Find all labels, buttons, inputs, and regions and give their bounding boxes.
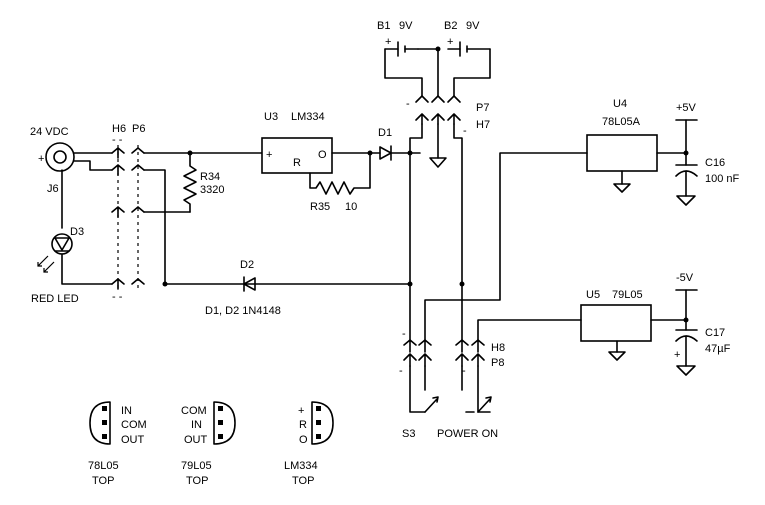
power-input-label: 24 VDC [30,126,69,138]
pinout-lm334-pin3: O [299,434,308,446]
resistor-r35: R35 10 [309,152,371,213]
capacitor-c16: C16 100 nF [675,157,740,206]
led-d3: D3 RED LED [31,169,113,305]
rail-negative: -5V [675,272,698,331]
u3-o-label: O [318,149,327,161]
u4-part-label: 78L05A [602,116,641,128]
power-jack-j6: 24 VDC + J6 [30,126,75,195]
header-h8-label: H8 [491,342,505,354]
pinout-78l05-pin1: IN [121,405,132,417]
pinout-lm334: + R O LM334 TOP [284,401,334,487]
pinout-lm334-pin1: + [298,405,304,417]
header-bottom-left-mark: - [402,328,406,340]
switch-power-on: POWER ON [437,365,498,440]
header-p6-label: P6 [132,123,145,135]
pinout-79l05-pin3: OUT [184,434,208,446]
pinout-79l05-pin1: COM [181,405,207,417]
rail-pos-label: +5V [676,102,697,114]
u4-ref-label: U4 [613,98,627,110]
switch-power-label: POWER ON [437,428,498,440]
battery-b1: B1 9V + [377,20,419,57]
c17-ref-label: C17 [705,327,725,339]
header-bottom-mid-mark: - [462,365,466,377]
r34-ref-label: R34 [200,171,220,183]
d2-ref-label: D2 [240,259,254,271]
pinout-79l05: COM IN OUT 79L05 TOP [181,401,236,487]
b1-value-label: 9V [399,20,413,32]
capacitor-c17: + C17 47µF [674,327,731,376]
c16-value-label: 100 nF [705,173,740,185]
b2-plus-label: + [447,36,453,48]
pinout-78l05: IN COM OUT 78L05 TOP [88,401,147,487]
pinout-79l05-view: TOP [186,475,208,487]
r34-value-label: 3320 [200,184,224,196]
rail-neg-label: -5V [676,272,694,284]
u3-plus-label: + [266,149,272,161]
pinout-78l05-pin2: COM [121,419,147,431]
header-p7-h7: - P7 H7 - [406,95,490,137]
b2-value-label: 9V [466,20,480,32]
jack-plus-label: + [38,153,44,165]
u3-r-label: R [293,157,301,169]
resistor-r34: R34 3320 [183,152,224,213]
diode-note: D1, D2 1N4148 [205,305,281,317]
header-top-left-mark: - [406,98,410,110]
pinout-78l05-pin3: OUT [121,434,145,446]
pinout-78l05-view: TOP [92,475,114,487]
switch-s3: S3 [402,365,439,440]
pinout-lm334-pin2: R [299,419,307,431]
c17-value-label: 47µF [705,343,731,355]
u3-ref-label: U3 [264,111,278,123]
header-h7-label: H7 [476,119,490,131]
diode-d2: D2 [240,259,256,292]
pinout-78l05-name: 78L05 [88,460,119,472]
pinout-lm334-name: LM334 [284,460,318,472]
led-label: RED LED [31,293,79,305]
led-ref-label: D3 [70,226,84,238]
pinout-79l05-pin2: IN [191,419,202,431]
header-p8-label: P8 [491,357,504,369]
regulator-u5: U5 79L05 [580,289,652,342]
header-h8-p8: - H8 P8 - - [399,328,505,377]
pinout-lm334-view: TOP [292,475,314,487]
u5-ref-label: U5 [586,289,600,301]
header-bottom-left-mark2: - [399,365,403,377]
r35-ref-label: R35 [310,201,330,213]
d1-ref-label: D1 [378,127,392,139]
c17-plus-label: + [674,349,680,361]
regulator-u4: U4 78L05A [586,98,658,172]
b2-ref-label: B2 [444,20,457,32]
u5-part-label: 79L05 [612,289,643,301]
r35-value-label: 10 [345,201,357,213]
b1-ref-label: B1 [377,20,390,32]
regulator-u3: U3 LM334 + R O [261,111,333,174]
switch-s3-label: S3 [402,428,415,440]
header-top-right-mark: - [463,125,467,137]
u3-part-label: LM334 [291,111,325,123]
battery-b2: B2 9V + [444,20,491,57]
header-p7-label: P7 [476,102,489,114]
header-h6-p6: H6 P6 - - - - [111,123,145,303]
pinout-79l05-name: 79L05 [181,460,212,472]
b1-plus-label: + [385,36,391,48]
diode-d1: D1 [378,127,392,161]
header-left-top-marks: - - [112,134,123,146]
rail-positive: +5V [675,102,698,166]
c16-ref-label: C16 [705,157,725,169]
header-left-bottom-marks: - - [112,291,123,303]
jack-ref-label: J6 [47,183,59,195]
header-h6-label: H6 [112,123,126,135]
